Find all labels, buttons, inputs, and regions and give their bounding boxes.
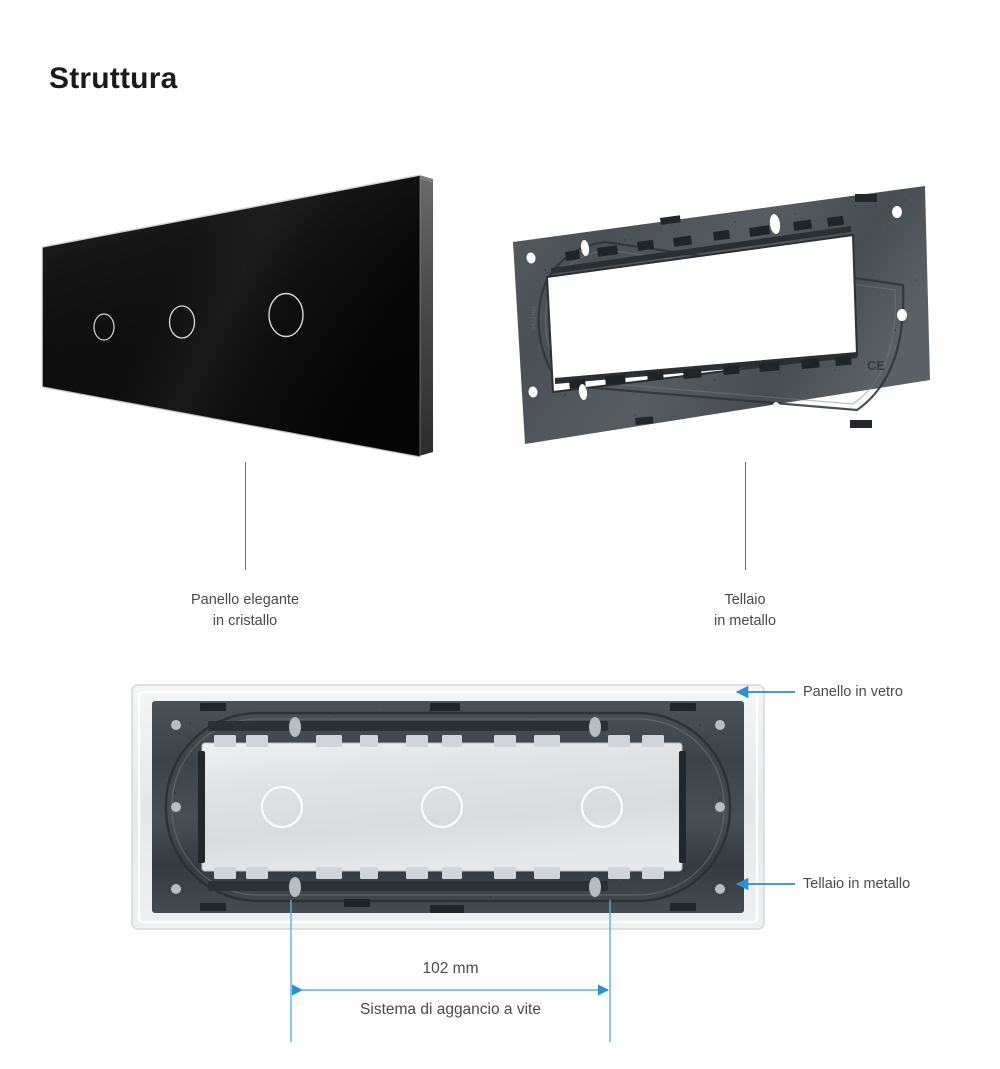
callout-label-glass-panel: Panello in vetro [803, 684, 903, 700]
page-title: Struttura [49, 62, 178, 95]
caption-metal-frame: Tellaio in metallo [713, 592, 777, 630]
oval-recess-outline [164, 711, 732, 903]
mounting-holes [526, 206, 908, 426]
metal-frame-image: CE 0423700 [505, 180, 935, 450]
frame-tabs [635, 194, 877, 428]
screw-hook-hole-top-right [589, 717, 601, 737]
screw-hook-hole-top-left [289, 717, 301, 737]
lower-rail-slots [555, 352, 857, 389]
screw-hook-holes [289, 717, 601, 897]
touch-circle-group [93, 292, 304, 341]
ce-marking-text: CE [867, 358, 885, 373]
screw-hook-hole-bottom-left [289, 877, 301, 897]
assembly-bottom-rail [208, 867, 664, 891]
assembly-touch-circle-2 [421, 786, 463, 828]
assembly-corner-holes [171, 720, 725, 894]
dimension-description: Sistema di aggancio a vite [360, 1001, 541, 1018]
glass-panel-thickness [419, 175, 433, 456]
callout-label-metal-frame: Tellaio in metallo [803, 876, 911, 892]
assembly-inner-panel [202, 743, 682, 871]
assembly-touch-circle-3 [581, 786, 623, 828]
dimension-value: 102 mm [422, 960, 479, 977]
touch-circle-1 [93, 313, 115, 341]
frame-window-opening [547, 235, 857, 392]
oval-recess-ring [537, 240, 905, 412]
assembly-image [130, 683, 766, 931]
leader-line-glass-panel [245, 462, 246, 570]
screw-hook-hole-bottom-right [589, 877, 601, 897]
assembly-touch-circles [261, 786, 623, 828]
assembly-touch-circle-1 [261, 786, 303, 828]
caption-glass-panel: Panello elegante in cristallo [190, 592, 300, 630]
svg-text:0423700: 0423700 [531, 306, 538, 330]
glass-panel-image [34, 165, 454, 460]
touch-circle-2 [168, 305, 196, 339]
assembly-top-rail [208, 721, 664, 747]
upper-rail-slots [551, 215, 851, 274]
leader-line-metal-frame [745, 462, 746, 570]
assembly-tabs [200, 703, 696, 913]
touch-circle-3 [268, 292, 304, 338]
assembly-side-ribs [198, 751, 686, 863]
